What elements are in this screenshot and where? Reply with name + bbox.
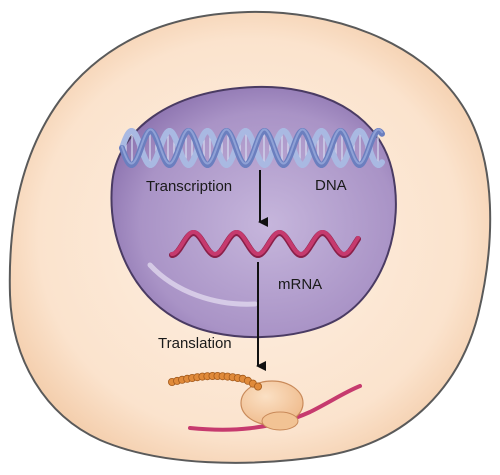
- dna-strand-back: [119, 128, 385, 168]
- ribosome: [240, 380, 304, 431]
- mrna-strand: [169, 230, 361, 259]
- nucleus-highlight: [147, 262, 258, 307]
- mrna-wave: [170, 230, 360, 257]
- translation-label: Translation: [158, 335, 232, 352]
- dna-label: DNA: [315, 177, 347, 194]
- dna-strand-front-highlight: [121, 128, 383, 165]
- mrna-label: mRNA: [278, 276, 322, 293]
- dna-double-helix: [119, 128, 385, 168]
- nucleus: [110, 85, 397, 339]
- polypeptide-chain: [167, 371, 262, 391]
- transcription-label: Transcription: [146, 178, 232, 195]
- amino-acid-bead: [253, 382, 262, 391]
- cytoplasm-mrna-strand: [188, 384, 362, 432]
